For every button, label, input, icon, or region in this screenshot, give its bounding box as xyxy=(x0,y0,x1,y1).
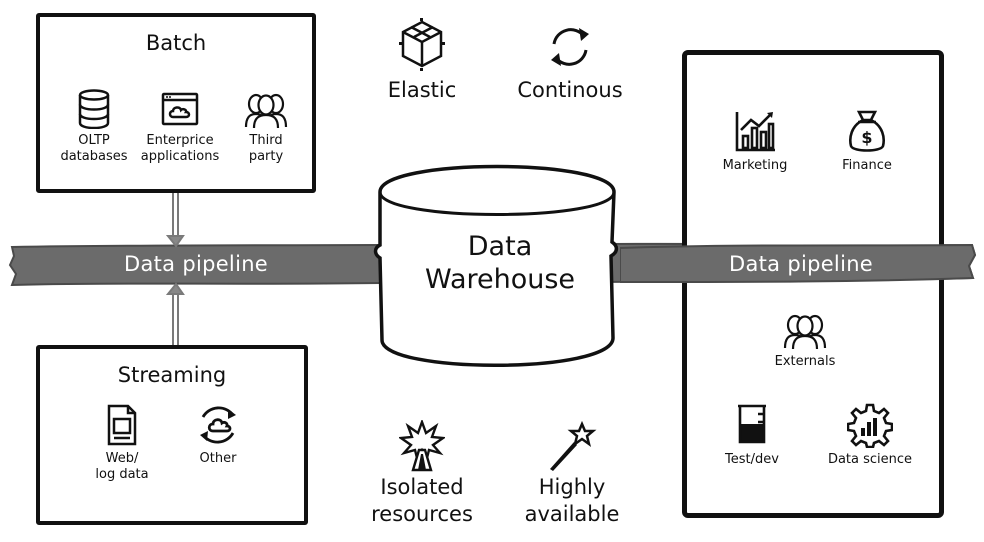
feature-label: Highly available xyxy=(524,475,620,526)
consumer-externals: Externals xyxy=(760,310,850,370)
warehouse-cylinder xyxy=(373,164,619,367)
feature-label: Isolated resources xyxy=(371,475,473,526)
pipeline-band-right xyxy=(620,243,977,283)
refresh-icon xyxy=(551,28,589,66)
source-label: OLTP databases xyxy=(60,133,128,164)
consumer-test-dev: Test/dev xyxy=(712,402,792,468)
money-bag-icon: $ xyxy=(849,110,885,152)
feature-isolated-resources: Isolated resources xyxy=(362,420,482,528)
pipeline-label-right: Data pipeline xyxy=(729,252,874,276)
bar-chart-icon xyxy=(735,112,775,152)
batch-title: Batch xyxy=(145,31,207,55)
beaker-icon xyxy=(738,404,766,444)
consumer-label: Marketing xyxy=(722,158,788,173)
consumer-label: Data science xyxy=(827,452,913,467)
consumers-box xyxy=(682,50,944,518)
people-icon xyxy=(244,93,288,129)
feature-continuous: Continous xyxy=(510,22,630,102)
source-enterprise-applications: Enterprice applications xyxy=(138,89,222,165)
consumer-label: Externals xyxy=(774,354,836,369)
consumer-marketing: Marketing xyxy=(712,110,798,174)
feature-label: Continous xyxy=(517,78,623,102)
cloud-sync-icon xyxy=(200,406,236,444)
magic-wand-icon xyxy=(550,420,597,471)
consumer-data-science: Data science xyxy=(820,402,920,468)
source-web-log-data: Web/ log data xyxy=(84,403,160,483)
svg-text:$: $ xyxy=(861,128,872,147)
consumer-label: Test/dev xyxy=(725,452,779,467)
gear-chart-icon xyxy=(847,403,893,448)
streaming-title: Streaming xyxy=(117,363,227,387)
streaming-to-pipeline-arrow xyxy=(165,282,185,345)
feature-label: Elastic xyxy=(387,78,457,102)
feature-highly-available: Highly available xyxy=(522,420,622,528)
document-icon xyxy=(107,404,137,446)
consumer-finance: $ Finance xyxy=(824,108,910,174)
feature-elastic: Elastic xyxy=(372,18,472,102)
browser-cloud-icon xyxy=(161,92,199,126)
streaming-box: Streaming Web/ log data Other xyxy=(36,345,308,525)
source-other: Other xyxy=(180,403,256,467)
isolated-icon xyxy=(399,420,445,472)
batch-box: Batch OLTP databases Enterprice applicat… xyxy=(36,13,316,193)
database-icon xyxy=(78,89,110,129)
people-icon xyxy=(783,314,827,350)
pipeline-label-left: Data pipeline xyxy=(124,252,269,276)
source-label: Enterprice applications xyxy=(140,133,220,164)
source-label: Other xyxy=(199,451,237,466)
source-oltp-databases: OLTP databases xyxy=(54,89,134,165)
source-label: Web/ log data xyxy=(95,451,149,482)
batch-to-pipeline-arrow xyxy=(165,193,185,248)
cube-icon xyxy=(399,18,445,71)
warehouse-label: Data Warehouse xyxy=(424,231,576,295)
consumer-label: Finance xyxy=(842,158,892,173)
source-third-party: Third party xyxy=(226,89,306,165)
source-label: Third party xyxy=(248,133,284,164)
